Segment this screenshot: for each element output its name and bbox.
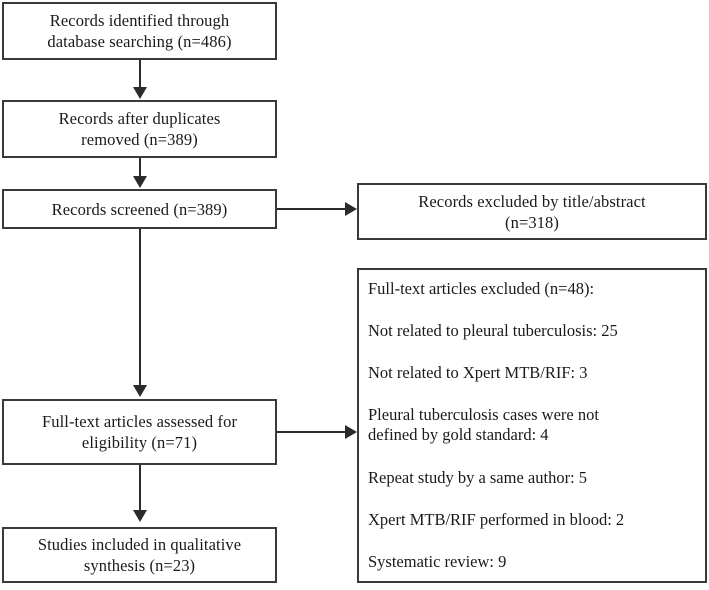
- connector-screened-to-excluded: [277, 208, 347, 210]
- eligibility-line-2: eligibility (n=71): [81, 433, 198, 452]
- exclusion-reason-3-line-1: Pleural tuberculosis cases were not: [368, 405, 599, 425]
- exclusion-reason-1: Not related to pleural tuberculosis: 25: [368, 318, 705, 344]
- exclusion-heading: Full-text articles excluded (n=48):: [368, 276, 705, 302]
- included-line-2: synthesis (n=23): [83, 556, 196, 575]
- exclusion-heading-text: Full-text articles excluded (n=48):: [368, 279, 595, 298]
- arrow-duplicates-to-screened-icon: [133, 176, 147, 188]
- eligibility-line-1: Full-text articles assessed for: [41, 412, 238, 431]
- box-records-screened: Records screened (n=389): [2, 189, 277, 229]
- duplicates-removed-line-2: removed (n=389): [81, 130, 198, 149]
- box-studies-included: Studies included in qualitative synthesi…: [2, 527, 277, 583]
- box-full-text-articles-excluded: Full-text articles excluded (n=48): Not …: [357, 268, 707, 583]
- connector-duplicates-to-screened: [139, 158, 141, 178]
- exclusion-reason-4: Repeat study by a same author: 5: [368, 465, 705, 491]
- exclusion-reason-1-line-1: Not related to pleural tuberculosis: 25: [368, 321, 618, 341]
- exclusion-reason-5: Xpert MTB/RIF performed in blood: 2: [368, 507, 705, 533]
- exclusion-reason-6-line-1: Systematic review: 9: [368, 551, 507, 571]
- duplicates-removed-line-1: Records after duplicates: [58, 109, 221, 128]
- exclusion-reason-2-line-1: Not related to Xpert MTB/RIF: 3: [368, 363, 588, 383]
- arrow-screened-to-excluded-icon: [345, 202, 357, 216]
- exclusion-reason-4-line-1: Repeat study by a same author: 5: [368, 467, 588, 487]
- connector-eligibility-to-fulltext-excluded: [277, 431, 347, 433]
- records-excluded-line-2: (n=318): [505, 212, 559, 232]
- arrow-eligibility-to-fulltext-excluded-icon: [345, 425, 357, 439]
- exclusion-reason-3: Pleural tuberculosis cases were not defi…: [368, 402, 705, 448]
- records-identified-line-2: database searching (n=486): [47, 32, 232, 51]
- connector-identified-to-duplicates: [139, 60, 141, 89]
- exclusion-reason-list: Full-text articles excluded (n=48): Not …: [359, 276, 705, 575]
- box-records-after-duplicates-removed: Records after duplicates removed (n=389): [2, 100, 277, 158]
- records-excluded-line-1: Records excluded by title/abstract: [418, 191, 646, 211]
- connector-screened-to-eligibility: [139, 229, 141, 386]
- connector-eligibility-to-included: [139, 465, 141, 512]
- box-records-identified: Records identified through database sear…: [2, 2, 277, 60]
- exclusion-reason-6: Systematic review: 9: [368, 549, 705, 575]
- exclusion-reason-5-line-1: Xpert MTB/RIF performed in blood: 2: [368, 509, 625, 529]
- exclusion-reason-2: Not related to Xpert MTB/RIF: 3: [368, 360, 705, 386]
- arrow-identified-to-duplicates-icon: [133, 87, 147, 99]
- box-records-excluded-title-abstract: Records excluded by title/abstract (n=31…: [357, 183, 707, 240]
- arrow-eligibility-to-included-icon: [133, 510, 147, 522]
- included-line-1: Studies included in qualitative: [37, 535, 242, 554]
- records-identified-line-1: Records identified through: [49, 11, 230, 30]
- box-full-text-articles-assessed: Full-text articles assessed for eligibil…: [2, 399, 277, 465]
- exclusion-reason-3-line-2: defined by gold standard: 4: [368, 425, 549, 445]
- records-screened-line-1: Records screened (n=389): [51, 199, 228, 219]
- arrow-screened-to-eligibility-icon: [133, 385, 147, 397]
